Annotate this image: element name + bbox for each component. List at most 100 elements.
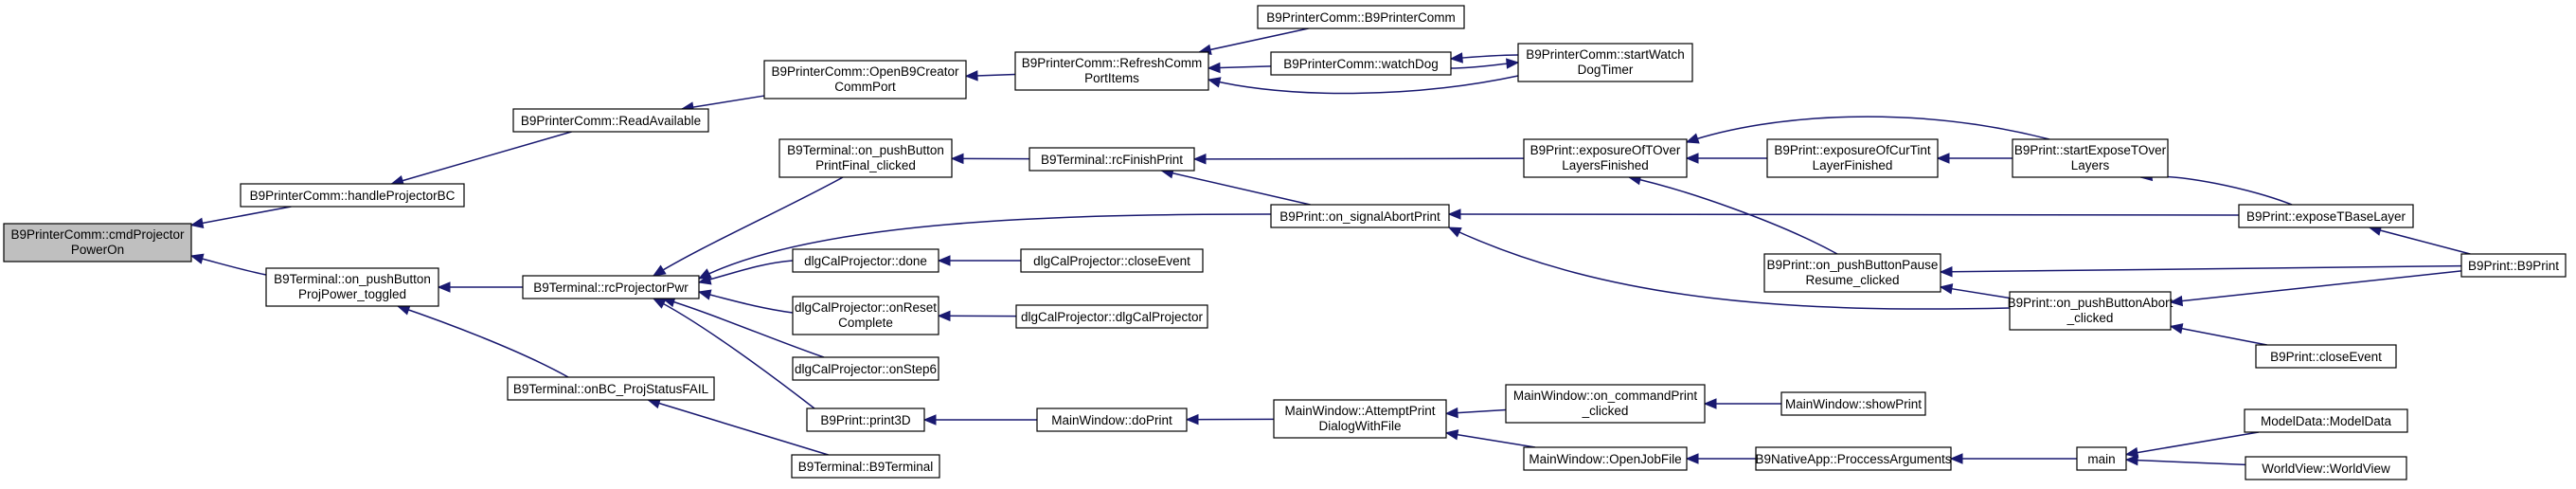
arrowhead bbox=[189, 217, 205, 228]
edge-line bbox=[2139, 175, 2293, 206]
node-watchDog[interactable]: B9PrinterComm::watchDog bbox=[1270, 51, 1452, 76]
node-label: MainWindow::OpenJobFile bbox=[1529, 452, 1681, 466]
node-box bbox=[792, 248, 939, 273]
edge-on_pushButtonAbort_clicked-to-on_signalAbortPrint bbox=[1447, 226, 2011, 310]
node-B9Print_closeEvent[interactable]: B9Print::closeEvent bbox=[2255, 344, 2397, 369]
node-label: MainWindow::on_commandPrint bbox=[1513, 389, 1698, 403]
node-box bbox=[1014, 51, 1209, 91]
arrowhead bbox=[964, 70, 978, 82]
edge-done-to-rcProjectorPwr bbox=[697, 260, 794, 285]
edge-on_pushButtonAbort_clicked-to-on_pushButtonPauseResume_clicked bbox=[1939, 283, 2011, 299]
node-label: PrintFinal_clicked bbox=[815, 158, 916, 172]
node-exposeTBaseLayer[interactable]: B9Print::exposeTBaseLayer bbox=[2238, 204, 2414, 228]
node-print3D[interactable]: B9Print::print3D bbox=[806, 408, 925, 432]
edge-line bbox=[1199, 27, 1309, 53]
edge-WorldView-to-main bbox=[2124, 454, 2246, 466]
node-ReadAvailable[interactable]: B9PrinterComm::ReadAvailable bbox=[512, 108, 709, 133]
edge-line bbox=[653, 298, 815, 409]
node-box bbox=[2076, 446, 2127, 471]
node-WorldView[interactable]: WorldView::WorldView bbox=[2245, 456, 2407, 480]
node-label: PowerOn bbox=[71, 243, 124, 257]
node-box bbox=[1517, 43, 1693, 82]
node-B9Terminal[interactable]: B9Terminal::B9Terminal bbox=[791, 454, 940, 479]
edge-line bbox=[662, 298, 825, 358]
node-rcFinishPrint[interactable]: B9Terminal::rcFinishPrint bbox=[1029, 147, 1195, 172]
edge-B9PrinterComm-to-RefreshCommPortItems bbox=[1198, 27, 1309, 55]
node-on_commandPrint_clicked[interactable]: MainWindow::on_commandPrint_clicked bbox=[1505, 384, 1706, 424]
node-box bbox=[1270, 204, 1450, 228]
node-box bbox=[1755, 446, 1952, 471]
edge-main-to-ProccessArguments bbox=[1949, 453, 2077, 464]
edge-exposureOfCurTintLayerFinished-to-exposureOfTOverLayersFinished bbox=[1685, 153, 1767, 164]
arrowhead bbox=[1449, 52, 1463, 63]
nodes-layer: B9PrinterComm::cmdProjectorPowerOnB9Prin… bbox=[3, 5, 2567, 480]
node-label: CommPort bbox=[834, 80, 896, 94]
node-box bbox=[778, 138, 953, 178]
node-onStep6[interactable]: dlgCalProjector::onStep6 bbox=[792, 356, 939, 381]
edge-handleProjectorBC-to-cmdProjectorPowerOn bbox=[189, 206, 292, 228]
edge-startExposeTOverLayers-to-exposureOfTOverLayersFinished bbox=[1685, 116, 2050, 144]
arrowhead bbox=[1447, 226, 1462, 238]
node-label: B9PrinterComm::startWatch bbox=[1526, 47, 1685, 62]
node-on_signalAbortPrint[interactable]: B9Print::on_signalAbortPrint bbox=[1270, 204, 1450, 228]
node-dlg_closeEvent[interactable]: dlgCalProjector::closeEvent bbox=[1020, 248, 1204, 273]
node-box bbox=[1036, 408, 1188, 432]
edge-ReadAvailable-to-handleProjectorBC bbox=[390, 131, 572, 187]
node-done[interactable]: dlgCalProjector::done bbox=[792, 248, 939, 273]
edge-rcProjectorPwr-to-on_pushButtonProjPower_toggled bbox=[437, 281, 523, 293]
node-onBC_ProjStatusFAIL[interactable]: B9Terminal::onBC_ProjStatusFAIL bbox=[507, 376, 715, 401]
edge-on_signalAbortPrint-to-rcFinishPrint bbox=[1160, 168, 1311, 206]
node-OpenJobFile[interactable]: MainWindow::OpenJobFile bbox=[1523, 446, 1688, 471]
node-label: B9Print::closeEvent bbox=[2270, 350, 2382, 364]
node-on_pushButtonAbort_clicked[interactable]: B9Print::on_pushButtonAbort_clicked bbox=[2008, 291, 2174, 331]
edge-line bbox=[681, 95, 765, 110]
node-showPrint[interactable]: MainWindow::showPrint bbox=[1780, 391, 1926, 416]
edge-line bbox=[1628, 176, 1838, 255]
arrowhead bbox=[1185, 413, 1199, 426]
edge-ProccessArguments-to-OpenJobFile bbox=[1685, 453, 1756, 464]
edge-line bbox=[1161, 170, 1311, 206]
edge-OpenJobFile-to-AttemptPrintDialogWithFile bbox=[1444, 429, 1536, 448]
edge-line bbox=[1448, 213, 2240, 216]
node-box bbox=[1505, 384, 1706, 424]
node-box bbox=[522, 275, 700, 299]
node-B9PrinterComm[interactable]: B9PrinterComm::B9PrinterComm bbox=[1257, 5, 1465, 29]
node-doPrint[interactable]: MainWindow::doPrint bbox=[1036, 408, 1188, 432]
node-rcProjectorPwr[interactable]: B9Terminal::rcProjectorPwr bbox=[522, 275, 700, 299]
node-box bbox=[1015, 304, 1208, 329]
edge-on_commandPrint_clicked-to-AttemptPrintDialogWithFile bbox=[1444, 407, 1507, 419]
node-label: Resume_clicked bbox=[1805, 273, 1899, 287]
node-label: B9Print::on_signalAbortPrint bbox=[1279, 209, 1440, 224]
edge-line bbox=[2170, 270, 2462, 303]
node-main[interactable]: main bbox=[2076, 446, 2127, 471]
node-label: dlgCalProjector::closeEvent bbox=[1033, 254, 1190, 268]
node-label: ProjPower_toggled bbox=[298, 287, 406, 301]
edge-line bbox=[190, 206, 292, 226]
node-label: MainWindow::AttemptPrint bbox=[1284, 404, 1435, 418]
node-on_pushButtonPrintFinal_clicked[interactable]: B9Terminal::on_pushButtonPrintFinal_clic… bbox=[778, 138, 953, 178]
node-label: B9PrinterComm::RefreshComm bbox=[1022, 56, 1203, 70]
node-B9Print[interactable]: B9Print::B9Print bbox=[2460, 253, 2567, 278]
node-on_pushButtonProjPower_toggled[interactable]: B9Terminal::on_pushButtonProjPower_toggl… bbox=[265, 267, 439, 307]
node-label: WorldView::WorldView bbox=[2262, 462, 2390, 476]
edge-line bbox=[653, 176, 844, 277]
node-on_pushButtonPauseResume_clicked[interactable]: B9Print::on_pushButtonPauseResume_clicke… bbox=[1763, 253, 1941, 293]
node-ProccessArguments[interactable]: B9NativeApp::ProccessArguments bbox=[1755, 446, 1952, 471]
edge-line bbox=[648, 399, 829, 456]
edge-B9Terminal-to-onBC_ProjStatusFAIL bbox=[647, 398, 829, 456]
node-dlgCalProjector[interactable]: dlgCalProjector::dlgCalProjector bbox=[1015, 304, 1208, 329]
node-box bbox=[2009, 291, 2172, 331]
node-ModelData[interactable]: ModelData::ModelData bbox=[2244, 408, 2408, 433]
node-handleProjectorBC[interactable]: B9PrinterComm::handleProjectorBC bbox=[240, 183, 465, 208]
edge-watchDog-to-startWatchDogTimer bbox=[1450, 58, 1520, 69]
